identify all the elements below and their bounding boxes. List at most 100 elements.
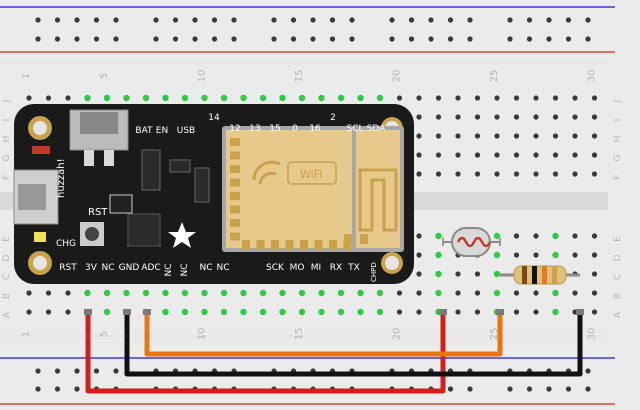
breadboard-hole[interactable] — [591, 233, 598, 239]
breadboard-hole[interactable] — [572, 290, 578, 296]
breadboard-hole[interactable] — [552, 251, 559, 259]
breadboard-hole[interactable] — [533, 133, 539, 139]
breadboard-hole[interactable] — [591, 95, 598, 101]
rail-hole[interactable] — [113, 368, 119, 374]
breadboard-hole[interactable] — [494, 95, 500, 101]
breadboard-hole[interactable] — [552, 133, 559, 139]
rail-hole[interactable] — [211, 17, 218, 23]
breadboard-hole[interactable] — [533, 290, 539, 296]
breadboard-hole[interactable] — [416, 271, 422, 277]
breadboard-hole[interactable] — [162, 289, 169, 297]
rail-hole[interactable] — [526, 17, 533, 23]
wire-orange[interactable] — [144, 312, 503, 357]
rail-hole[interactable] — [35, 368, 41, 374]
breadboard-hole[interactable] — [572, 133, 578, 139]
breadboard-hole[interactable] — [123, 289, 130, 297]
breadboard-hole[interactable] — [591, 133, 598, 139]
breadboard-hole[interactable] — [533, 309, 539, 315]
rail-hole[interactable] — [585, 36, 591, 42]
rail-hole[interactable] — [93, 36, 100, 42]
breadboard-hole[interactable] — [435, 289, 442, 297]
breadboard-hole[interactable] — [533, 233, 539, 239]
rail-hole[interactable] — [546, 17, 552, 23]
breadboard-hole[interactable] — [572, 252, 578, 258]
rail-hole[interactable] — [54, 36, 61, 42]
rail-hole[interactable] — [546, 386, 552, 392]
rail-hole[interactable] — [231, 36, 237, 42]
breadboard-hole[interactable] — [416, 309, 422, 315]
breadboard-hole[interactable] — [220, 289, 228, 297]
breadboard-hole[interactable] — [455, 114, 461, 120]
breadboard-hole[interactable] — [552, 171, 559, 177]
breadboard-hole[interactable] — [318, 308, 325, 316]
breadboard-hole[interactable] — [26, 309, 32, 315]
rail-hole[interactable] — [35, 17, 41, 23]
rail-hole[interactable] — [507, 17, 513, 23]
breadboard-hole[interactable] — [103, 94, 111, 102]
breadboard-hole[interactable] — [455, 290, 461, 296]
breadboard-hole[interactable] — [416, 133, 422, 139]
breadboard-hole[interactable] — [493, 270, 501, 278]
breadboard-hole[interactable] — [591, 171, 598, 177]
rail-hole[interactable] — [408, 17, 415, 23]
breadboard-hole[interactable] — [572, 233, 578, 239]
breadboard-hole[interactable] — [552, 232, 559, 240]
rail-hole[interactable] — [290, 36, 297, 42]
rail-hole[interactable] — [310, 17, 316, 23]
breadboard-hole[interactable] — [455, 271, 461, 277]
breadboard-hole[interactable] — [552, 95, 559, 101]
breadboard-hole[interactable] — [552, 114, 559, 120]
breadboard-hole[interactable] — [435, 114, 442, 120]
breadboard-hole[interactable] — [279, 289, 286, 297]
breadboard-hole[interactable] — [240, 94, 247, 102]
breadboard-hole[interactable] — [279, 94, 286, 102]
rail-hole[interactable] — [389, 17, 395, 23]
rail-hole[interactable] — [113, 36, 119, 42]
rail-hole[interactable] — [447, 36, 454, 42]
breadboard-hole[interactable] — [181, 308, 189, 316]
breadboard-hole[interactable] — [45, 309, 52, 315]
rail-hole[interactable] — [349, 36, 355, 42]
breadboard-hole[interactable] — [513, 152, 520, 158]
breadboard-hole[interactable] — [240, 289, 247, 297]
breadboard-hole[interactable] — [103, 289, 111, 297]
rail-hole[interactable] — [565, 386, 572, 392]
breadboard-hole[interactable] — [435, 95, 442, 101]
breadboard-hole[interactable] — [259, 289, 267, 297]
rail-hole[interactable] — [35, 36, 41, 42]
breadboard-hole[interactable] — [455, 133, 461, 139]
breadboard-hole[interactable] — [513, 290, 520, 296]
rail-hole[interactable] — [172, 36, 179, 42]
breadboard-hole[interactable] — [201, 308, 208, 316]
rail-hole[interactable] — [467, 36, 473, 42]
breadboard-hole[interactable] — [494, 133, 500, 139]
breadboard-hole[interactable] — [259, 308, 267, 316]
breadboard-hole[interactable] — [455, 152, 461, 158]
breadboard-hole[interactable] — [474, 133, 481, 139]
rail-hole[interactable] — [211, 36, 218, 42]
breadboard-hole[interactable] — [533, 171, 539, 177]
rail-hole[interactable] — [231, 17, 237, 23]
breadboard-hole[interactable] — [123, 94, 130, 102]
breadboard-hole[interactable] — [435, 152, 442, 158]
breadboard-hole[interactable] — [220, 308, 228, 316]
breadboard-hole[interactable] — [318, 94, 325, 102]
breadboard-hole[interactable] — [357, 289, 364, 297]
rail-hole[interactable] — [467, 386, 473, 392]
rail-hole[interactable] — [507, 386, 513, 392]
rail-hole[interactable] — [74, 386, 80, 392]
breadboard-hole[interactable] — [279, 308, 286, 316]
rail-hole[interactable] — [329, 17, 336, 23]
breadboard-hole[interactable] — [337, 289, 345, 297]
breadboard-hole[interactable] — [494, 152, 500, 158]
breadboard-hole[interactable] — [572, 152, 578, 158]
rail-hole[interactable] — [310, 36, 316, 42]
rail-hole[interactable] — [585, 368, 591, 374]
breadboard-hole[interactable] — [396, 95, 403, 101]
breadboard-hole[interactable] — [494, 171, 500, 177]
rail-hole[interactable] — [585, 386, 591, 392]
rail-hole[interactable] — [428, 36, 434, 42]
breadboard-hole[interactable] — [474, 171, 481, 177]
rail-hole[interactable] — [74, 36, 80, 42]
rail-hole[interactable] — [408, 36, 415, 42]
